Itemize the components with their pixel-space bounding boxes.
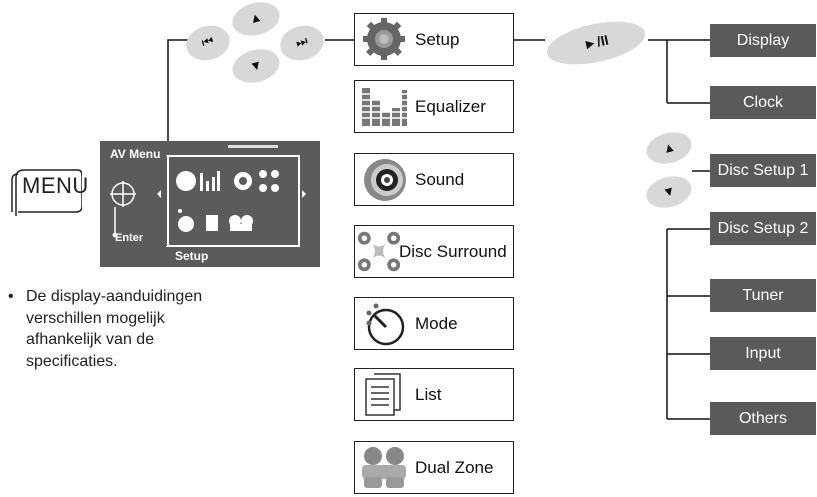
- gear-icon: [363, 18, 405, 60]
- av-menu-graphics: [110, 145, 306, 247]
- dual-zone-icon: [362, 447, 406, 488]
- menu-item-setup[interactable]: Setup: [354, 13, 514, 66]
- knob-icon: [366, 303, 405, 346]
- menu-item-label: Dual Zone: [415, 458, 494, 477]
- menu-button-outline: [11, 169, 82, 216]
- setup-item-clock[interactable]: Clock: [710, 86, 816, 119]
- setup-item-display[interactable]: Display: [710, 24, 816, 57]
- menu-item-label: Setup: [415, 30, 460, 49]
- menu-button[interactable]: MENU: [4, 166, 88, 218]
- enter-label: Enter: [115, 232, 144, 244]
- list-icon: [365, 373, 401, 416]
- setup-item-tuner[interactable]: Tuner: [710, 279, 816, 312]
- menu-item-mode[interactable]: Mode: [354, 297, 514, 350]
- note-bullet: •: [8, 288, 14, 305]
- menu-item-sound[interactable]: Sound: [354, 153, 514, 206]
- speaker-icon: [364, 159, 406, 201]
- av-menu-selected-label: Setup: [175, 249, 209, 263]
- menu-item-dual-zone[interactable]: Dual Zone: [354, 441, 514, 494]
- note-text: De display-aanduidingen verschillen moge…: [26, 288, 203, 370]
- menu-item-label: List: [415, 385, 442, 404]
- setup-item-disc-setup-2[interactable]: Disc Setup 2: [710, 212, 816, 245]
- setup-item-input[interactable]: Input: [710, 337, 816, 370]
- av-menu-title: AV Menu: [110, 147, 161, 161]
- setup-item-others[interactable]: Others: [710, 402, 816, 435]
- equalizer-icon: [360, 88, 408, 126]
- menu-item-list[interactable]: List: [354, 368, 514, 421]
- menu-item-equalizer[interactable]: Equalizer: [354, 80, 514, 133]
- surround-icon: [357, 231, 401, 272]
- menu-item-label: Disc Surround: [399, 242, 507, 261]
- menu-item-label: Mode: [415, 314, 458, 333]
- menu-item-disc-surround[interactable]: Disc Surround: [354, 225, 514, 278]
- menu-item-label: Sound: [415, 170, 465, 189]
- menu-button-label: MENU: [22, 173, 89, 198]
- menu-item-label: Equalizer: [415, 97, 486, 116]
- setup-item-disc-setup-1[interactable]: Disc Setup 1: [710, 154, 816, 187]
